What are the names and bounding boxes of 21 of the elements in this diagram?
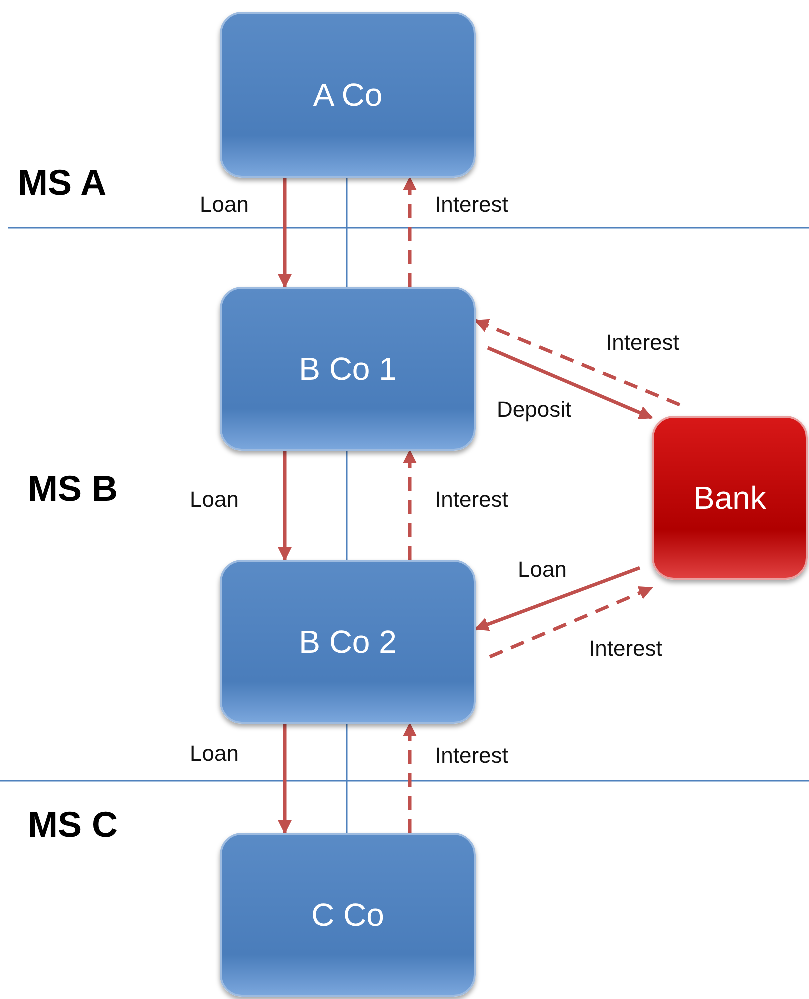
company-box: A Co [220,12,476,178]
zone-label: MS C [28,804,118,846]
arrow [403,176,417,287]
arrow [403,722,417,833]
company-box: C Co [220,833,476,997]
bank-box: Bank [652,416,808,580]
arrow [278,724,292,834]
arrow [403,450,417,560]
arrow [474,319,681,407]
zone-label: MS B [28,468,118,510]
connector-line [346,178,348,287]
company-box: B Co 1 [220,287,476,451]
arrow [474,566,641,632]
company-box: B Co 2 [220,560,476,724]
connector-line [346,724,348,833]
arrow [487,346,654,420]
zone-label: MS A [18,162,107,204]
arrow [278,451,292,562]
arrow [278,178,292,288]
arrow [489,586,654,659]
connector-line [346,451,348,560]
